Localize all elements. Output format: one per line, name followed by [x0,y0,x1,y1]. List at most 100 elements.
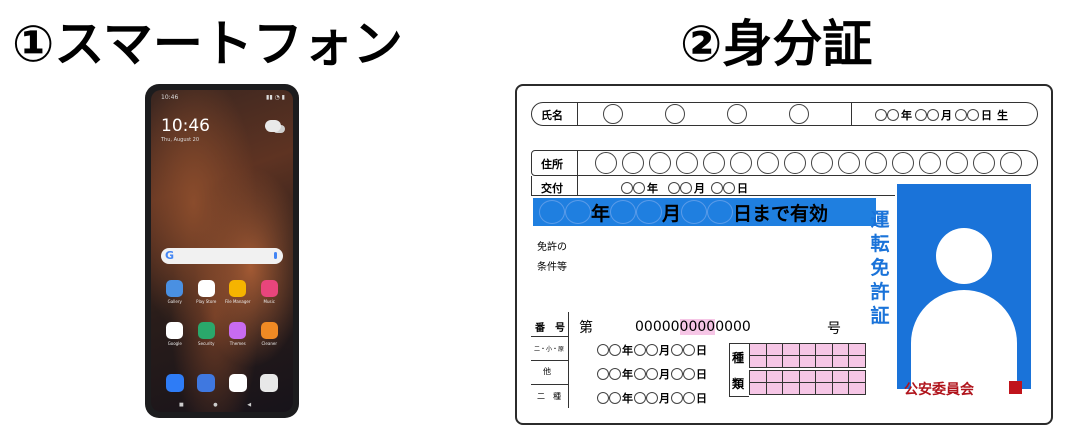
id-card-heading: ②身分証 [680,15,873,73]
license-type-cell [750,383,767,395]
app-file-manager: File Manager [223,280,253,304]
placeholder-circle [595,152,617,174]
license-type-cell [832,344,849,356]
class-date-day-label: 日 [696,392,707,405]
app-label: Themes [229,341,246,346]
number-part-2: 0000 [679,319,716,335]
issue-year-label: 年 [647,182,658,195]
license-type-cell [750,371,767,383]
license-type-cell [849,383,866,395]
placeholder-circle [609,368,621,380]
app-music: Music [254,280,284,304]
placeholder-circle [838,152,860,174]
address-circles [595,152,1022,174]
license-type-cell [849,344,866,356]
birth-suffix-label: 生 [997,109,1008,122]
placeholder-circle [865,152,887,174]
phone-clock: 10:46 [161,116,210,136]
license-type-cell [799,356,816,368]
license-title-char: 許 [870,281,890,303]
license-title-char: 転 [870,233,890,255]
number-part-3: 0000 [715,319,751,335]
license-type-cell [783,344,800,356]
license-type-cell [766,344,783,356]
placeholder-circle [727,104,747,124]
placeholder-circle [668,182,680,194]
divider [577,150,578,196]
license-type-cell [816,356,833,368]
placeholder-circle [622,152,644,174]
placeholder-circle [597,368,609,380]
license-type-cell [816,383,833,395]
placeholder-circle [609,392,621,404]
conditions-label-1: 免許の [537,242,567,253]
birth-day-label: 日 [981,109,992,122]
app-label: File Manager [225,299,251,304]
license-type-grid-lower [749,370,866,395]
smartphone-heading: ①スマートフォン [12,15,403,73]
photo-placeholder [897,184,1031,389]
issue-month-label: 月 [694,182,705,195]
class-date-row: 年月日 [597,342,708,358]
placeholder-circle [757,152,779,174]
placeholder-circle [789,104,809,124]
app-security: Security [191,322,221,346]
placeholder-circle [784,152,806,174]
gallery-icon [166,280,184,297]
class-date-day-label: 日 [696,344,707,357]
cleaner-icon [260,322,278,339]
app-themes: Themes [223,322,253,346]
expiry-date: 年 月 日まで有効 [539,198,828,226]
placeholder-circle [723,182,735,194]
license-type-cell [849,356,866,368]
placeholder-circle [646,392,658,404]
expiry-month-label: 月 [662,202,682,225]
license-type-cell [816,371,833,383]
license-title-vertical: 運転免許証 [869,208,891,328]
placeholder-circle [711,182,723,194]
phone-dock [159,374,285,392]
placeholder-circle [892,152,914,174]
license-type-cell [783,356,800,368]
placeholder-circle [683,368,695,380]
placeholder-circle [730,152,752,174]
address-label: 住所 [541,158,563,171]
class-date-row: 年月日 [597,390,708,406]
placeholder-circle [634,392,646,404]
placeholder-circle [597,344,609,356]
app-play-store: Play Store [191,280,221,304]
person-body-icon [911,290,1017,389]
app-gallery: Gallery [160,280,190,304]
license-type-cell [832,383,849,395]
placeholder-circle [671,368,683,380]
class-date-month-label: 月 [659,392,670,405]
birth-date: 年 月 日 生 [875,107,1008,123]
license-type-cell [799,344,816,356]
divider [531,360,569,361]
name-row [531,102,1038,126]
license-type-cell [832,356,849,368]
placeholder-circle [680,182,692,194]
placeholder-circle [671,392,683,404]
placeholder-circle [955,109,967,121]
issue-day-label: 日 [737,182,748,195]
app-label: Music [263,299,275,304]
placeholder-circle [610,200,637,224]
license-number: 第 00000 0000 0000 [579,317,751,337]
seal-stamp [1009,381,1022,394]
placeholder-circle [927,109,939,121]
placeholder-circle [646,368,658,380]
birth-month-label: 月 [941,109,952,122]
app-label: Security [198,341,215,346]
placeholder-circle [681,200,708,224]
class-date-day-label: 日 [696,368,707,381]
placeholder-circle [621,182,633,194]
smartphone-image: 10:46 ▮▮ ◔ ▮ 10:46 Thu, August 20 G Gall… [145,84,299,418]
placeholder-circle [609,344,621,356]
placeholder-circle [973,152,995,174]
placeholder-circle [946,152,968,174]
placeholder-circle [919,152,941,174]
placeholder-circle [683,392,695,404]
phone-status-time: 10:46 [161,94,179,101]
google-icon: G [165,249,175,262]
